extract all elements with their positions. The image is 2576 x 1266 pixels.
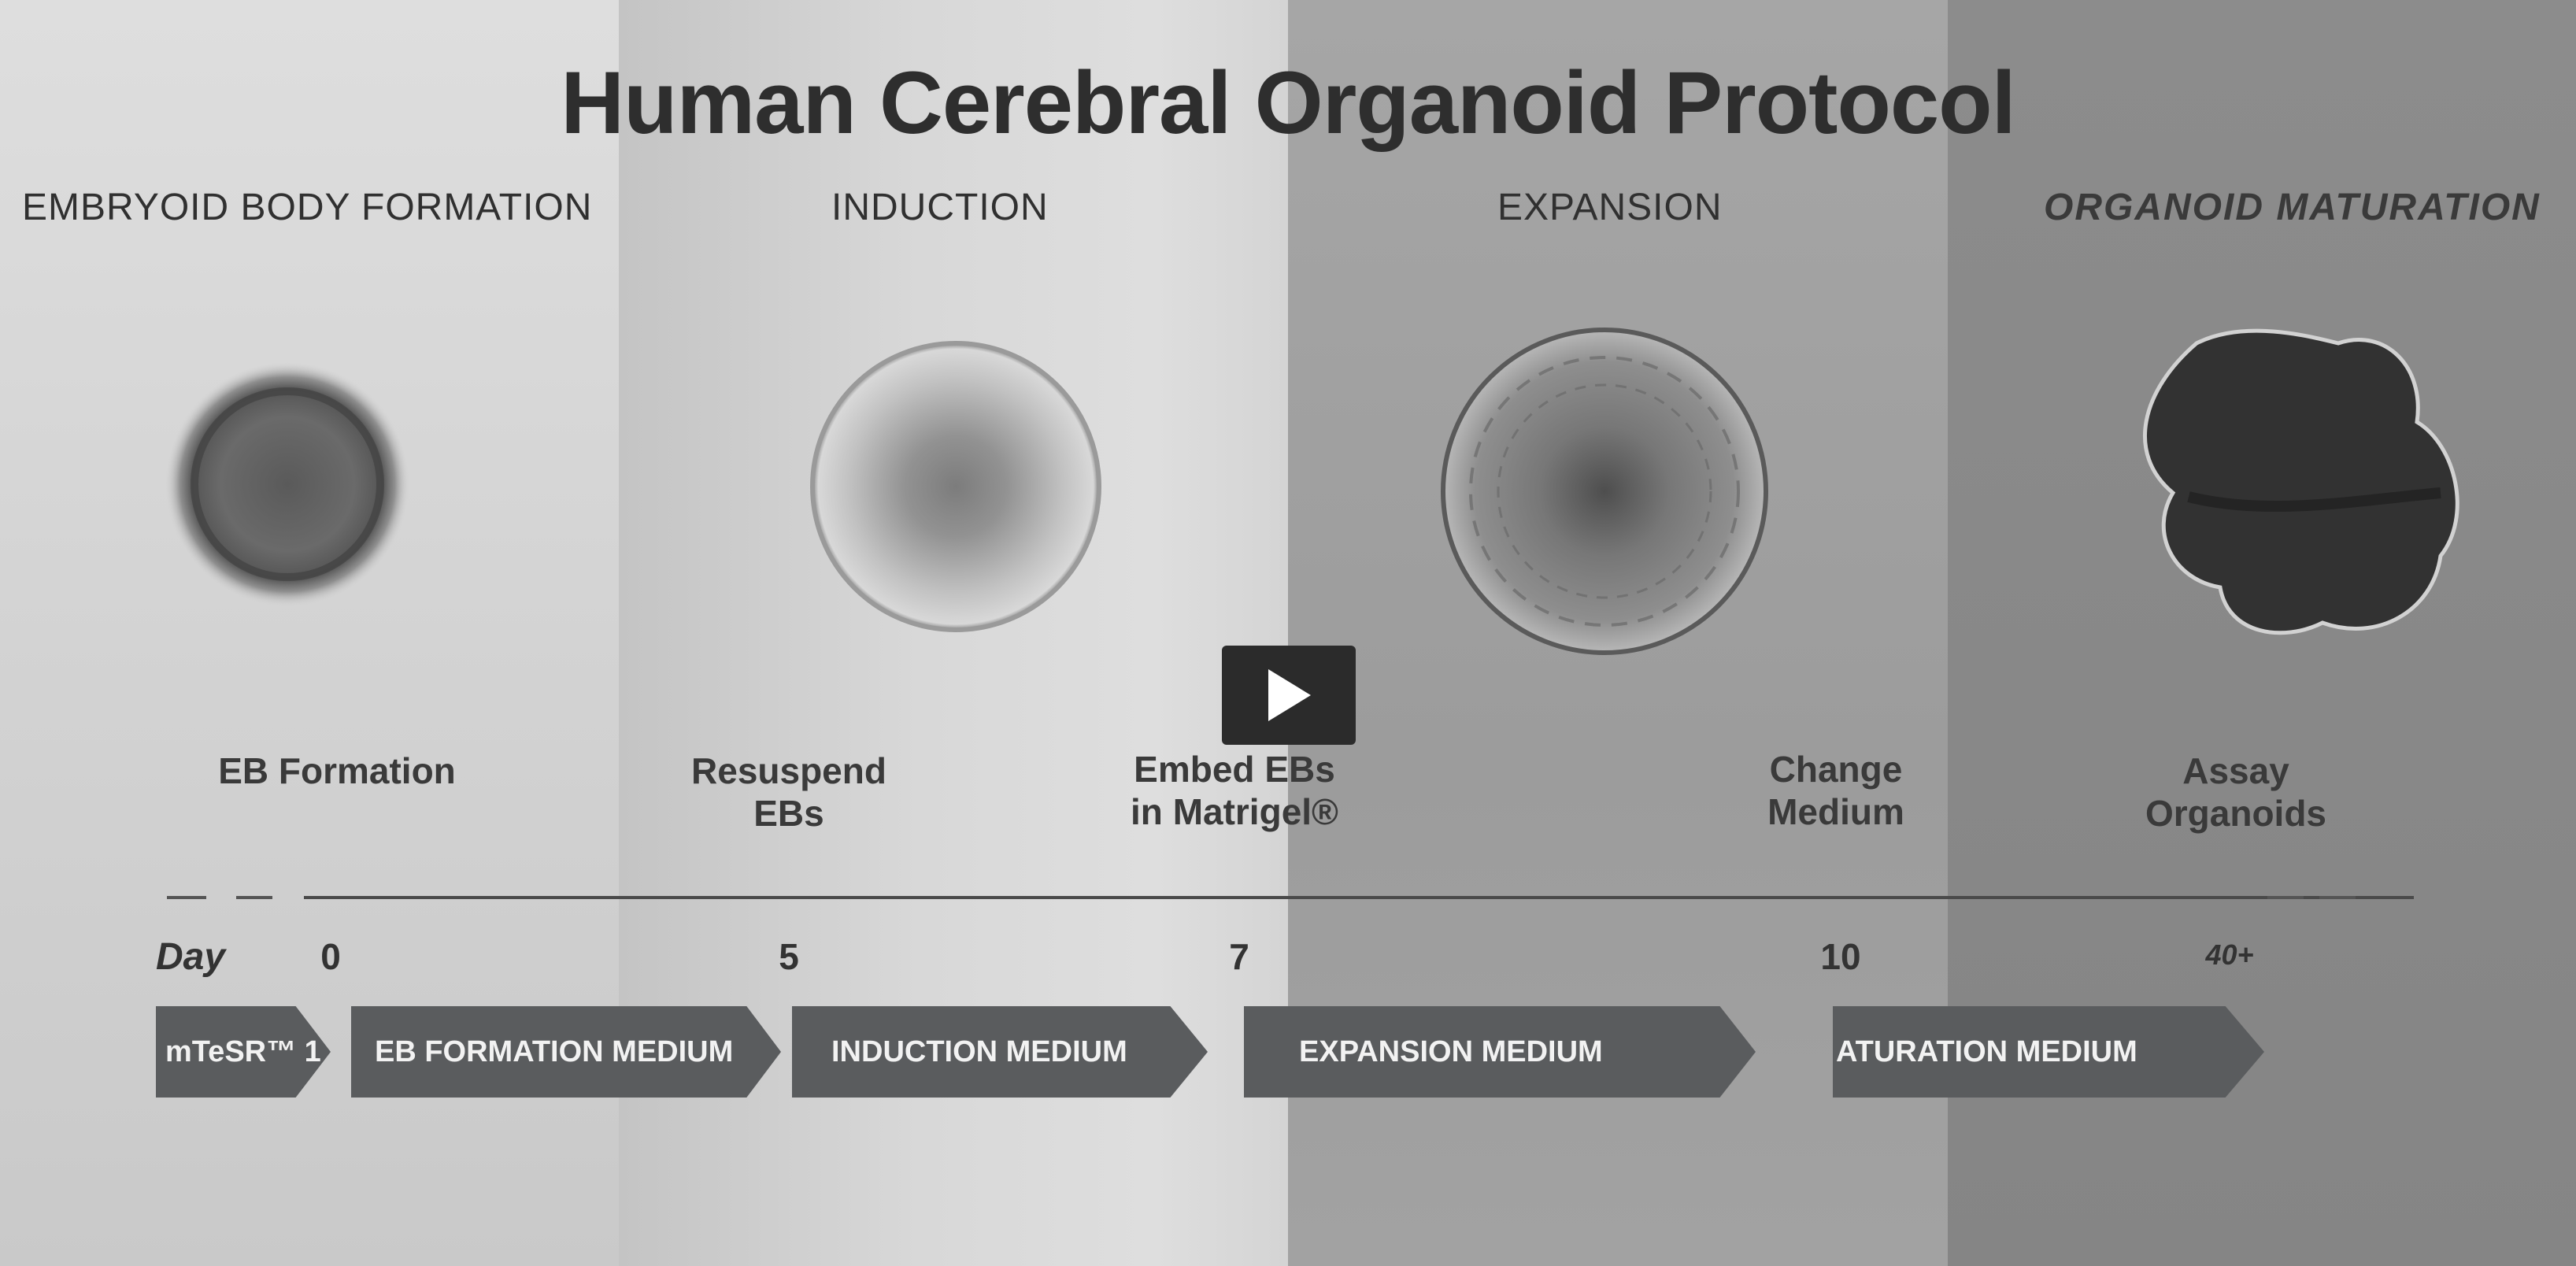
step-label-resuspend-ebs: Resuspend EBs: [691, 750, 886, 834]
expansion-cell-image: [1441, 328, 1768, 655]
medium-arrow-expansion: EXPANSION MEDIUM: [1244, 1006, 1756, 1098]
step-label-change-medium: Change Medium: [1767, 749, 1904, 832]
medium-arrow-mtesr1: mTeSR™ 1: [156, 1006, 331, 1098]
stage-heading-expansion: EXPANSION: [1497, 187, 1723, 228]
medium-arrow-eb-formation: EB FORMATION MEDIUM: [351, 1006, 781, 1098]
timeline-dash: [236, 896, 272, 899]
embryoid-body-image: [165, 362, 409, 606]
day-axis-label: Day: [156, 936, 226, 978]
organoid-image: [2143, 328, 2459, 635]
timeline-dash: [2319, 896, 2356, 899]
day-marker-0: 0: [320, 936, 341, 977]
day-marker-5: 5: [779, 936, 799, 977]
timeline-dash: [2267, 896, 2304, 899]
timeline-line: [304, 896, 2414, 899]
step-label-eb-formation: EB Formation: [218, 750, 456, 791]
medium-arrow-maturation: ATURATION MEDIUM: [1833, 1006, 2264, 1098]
medium-arrow-induction: INDUCTION MEDIUM: [792, 1006, 1208, 1098]
induction-cell-image: [810, 341, 1101, 632]
stage-heading-eb-formation: EMBRYOID BODY FORMATION: [22, 187, 593, 228]
day-marker-7: 7: [1229, 936, 1249, 977]
page-title: Human Cerebral Organoid Protocol: [561, 54, 2015, 152]
step-label-assay-organoids: Assay Organoids: [2145, 750, 2327, 834]
play-icon: [1268, 669, 1311, 721]
day-marker-40-plus: 40+: [2205, 938, 2254, 971]
day-marker-10: 10: [1820, 936, 1861, 977]
timeline-dash: [167, 896, 206, 899]
stage-heading-maturation: ORGANOID MATURATION: [2044, 187, 2541, 228]
play-button[interactable]: [1222, 646, 1356, 745]
stage-heading-induction: INDUCTION: [831, 187, 1049, 228]
step-label-embed-ebs: Embed EBs in Matrigel®: [1131, 749, 1338, 832]
